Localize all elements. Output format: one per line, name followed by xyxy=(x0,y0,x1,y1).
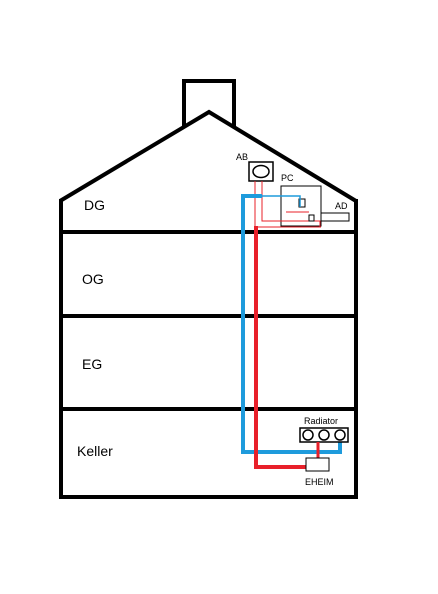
floor-label-dg: DG xyxy=(84,197,105,213)
blue-pipe xyxy=(241,194,342,454)
pc-component-small xyxy=(308,214,315,222)
ab-circle xyxy=(252,164,270,179)
ad-label: AD xyxy=(335,201,348,211)
radiator-fan-3 xyxy=(334,429,346,441)
eheim-box xyxy=(305,457,330,472)
radiator-fan-1 xyxy=(302,429,314,441)
radiator-label: Radiator xyxy=(304,416,338,426)
roof xyxy=(58,109,358,203)
pc-label: PC xyxy=(281,173,294,183)
floor-label-eg: EG xyxy=(82,356,102,372)
floor-label-og: OG xyxy=(82,271,104,287)
house-walls xyxy=(59,199,358,499)
pc-blue-link xyxy=(262,195,301,207)
ad-box xyxy=(320,212,350,222)
pc-component-block xyxy=(298,198,306,208)
floor-label-keller: Keller xyxy=(77,443,113,459)
chimney xyxy=(182,79,236,127)
ab-label: AB xyxy=(236,152,248,162)
pc-red-loop-upper xyxy=(261,181,321,227)
radiator-fan-2 xyxy=(318,429,330,441)
eheim-label: EHEIM xyxy=(305,477,334,487)
